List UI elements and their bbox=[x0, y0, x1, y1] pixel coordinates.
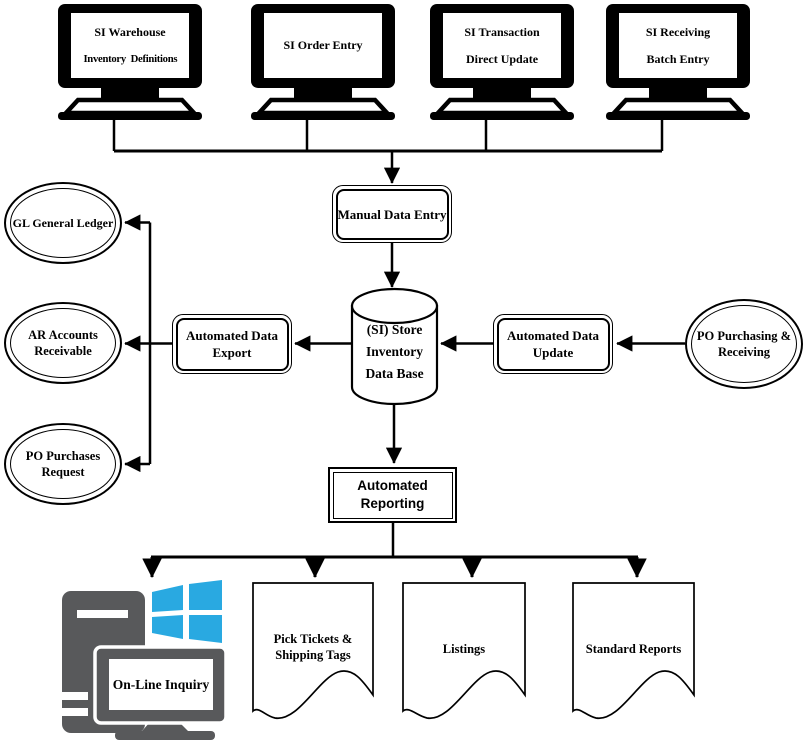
automated-data-export-box: Automated Data Export bbox=[172, 314, 292, 374]
database-label: (SI) Store Inventory Data Base bbox=[344, 317, 445, 387]
label-line: Update bbox=[532, 345, 574, 360]
windows-logo-icon bbox=[152, 580, 222, 643]
automated-data-update-box: Automated Data Update bbox=[493, 314, 613, 374]
purchases-request-label: PO Purchases Request bbox=[10, 429, 116, 499]
terminal-line: SI Transaction bbox=[464, 24, 540, 39]
terminal-line: Inventory Definitions bbox=[83, 52, 177, 65]
label-line: (SI) Store bbox=[366, 322, 423, 337]
label-line: Pick Tickets & bbox=[273, 632, 353, 646]
terminal-order-entry-label: SI Order Entry bbox=[264, 13, 382, 78]
purchasing-receiving-ellipse: PO Purchasing & Receiving bbox=[685, 299, 803, 389]
tower-slot bbox=[77, 610, 128, 618]
standard-reports-label: Standard Reports bbox=[585, 642, 682, 656]
online-inquiry-label: On-Line Inquiry bbox=[112, 676, 210, 692]
terminal-line: SI Receiving bbox=[645, 24, 711, 39]
connector-lines bbox=[112, 119, 685, 578]
label-line: Inventory bbox=[366, 344, 423, 359]
general-ledger-ellipse: GL General Ledger bbox=[4, 182, 122, 264]
pick-tickets-label: Pick Tickets & Shipping Tags bbox=[253, 631, 373, 663]
label-line: Reporting bbox=[360, 496, 425, 511]
tower-vent bbox=[62, 692, 88, 700]
terminal-monitor-icon bbox=[58, 4, 202, 120]
label-line: PO Purchases bbox=[25, 449, 101, 463]
document-icons bbox=[252, 582, 695, 719]
tower-vent bbox=[62, 708, 88, 716]
terminal-line: SI Warehouse bbox=[94, 24, 166, 39]
label-line: Request bbox=[41, 465, 85, 479]
automated-reporting-label: Automated Reporting bbox=[332, 471, 453, 519]
label-line: Shipping Tags bbox=[275, 648, 351, 662]
terminal-line: Direct Update bbox=[465, 51, 539, 66]
pick-tickets-document-icon bbox=[252, 582, 374, 719]
terminal-warehouse-label: SI Warehouse Inventory Definitions bbox=[71, 13, 189, 78]
terminal-line: SI Order Entry bbox=[283, 38, 363, 52]
desktop-computer-icon bbox=[62, 580, 228, 740]
terminal-monitor-icon bbox=[606, 4, 750, 120]
listings-document-icon bbox=[402, 582, 526, 719]
label-line: Automated Data bbox=[185, 328, 279, 343]
terminal-transaction-label: SI Transaction Direct Update bbox=[443, 13, 561, 78]
database-cylinder-icon bbox=[350, 287, 439, 406]
listings-label: Listings bbox=[442, 642, 486, 656]
general-ledger-label: GL General Ledger bbox=[10, 188, 116, 258]
terminal-icons bbox=[58, 4, 750, 120]
automated-data-update-label: Automated Data Update bbox=[496, 317, 610, 371]
label-line: Receivable bbox=[34, 344, 92, 358]
manual-data-entry-box: Manual Data Entry bbox=[332, 185, 452, 243]
monitor-stand-base bbox=[115, 731, 215, 740]
label-line: Receiving bbox=[717, 345, 771, 359]
terminal-monitor-icon bbox=[430, 4, 574, 120]
purchasing-receiving-label: PO Purchasing & Receiving bbox=[691, 305, 797, 383]
label-line: Automated Data bbox=[506, 328, 600, 343]
inquiry-monitor-screen bbox=[109, 659, 213, 710]
manual-data-entry-label: Manual Data Entry bbox=[335, 188, 449, 240]
label-line: PO Purchasing & bbox=[696, 329, 792, 343]
label-line: Export bbox=[212, 345, 252, 360]
automated-data-export-label: Automated Data Export bbox=[175, 317, 289, 371]
accounts-receivable-ellipse: AR Accounts Receivable bbox=[4, 302, 122, 384]
purchases-request-ellipse: PO Purchases Request bbox=[4, 423, 122, 505]
label-line: AR Accounts bbox=[28, 328, 98, 342]
terminal-receiving-label: SI Receiving Batch Entry bbox=[619, 13, 737, 78]
label-line: Data Base bbox=[365, 366, 424, 381]
terminal-monitor-icon bbox=[251, 4, 395, 120]
terminal-line: Batch Entry bbox=[646, 51, 710, 66]
label-line: Automated bbox=[357, 478, 428, 493]
automated-reporting-box: Automated Reporting bbox=[328, 467, 457, 523]
accounts-receivable-label: AR Accounts Receivable bbox=[10, 308, 116, 378]
standard-reports-document-icon bbox=[572, 582, 695, 719]
